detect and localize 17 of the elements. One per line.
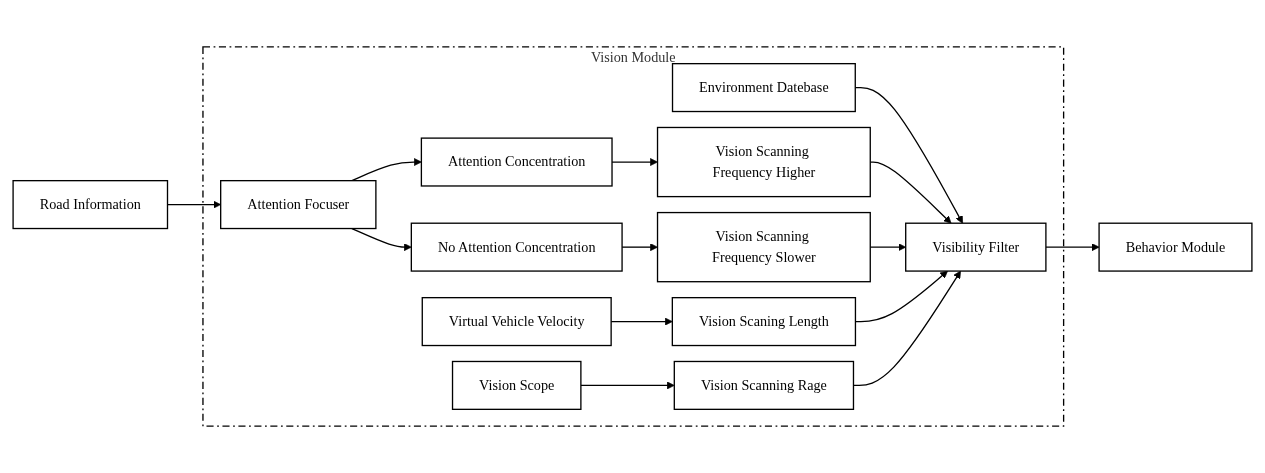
node-box: Behavior Module <box>1098 222 1253 272</box>
arrow <box>1045 243 1100 252</box>
node-box: Vision Scanning Rage <box>673 360 855 410</box>
node-box: Road Information <box>12 180 169 230</box>
node-box: No Attention Concentration <box>410 222 623 272</box>
node-box: Attention Focuser <box>220 180 377 230</box>
arrow <box>351 227 412 252</box>
node-box: Attention Concentration <box>420 137 613 187</box>
node-box: Vision Scanning Frequency Slower <box>656 211 871 283</box>
node-box: Virtual Vehicle Velocity <box>421 297 612 347</box>
node-box: Vision Scaning Length <box>671 297 857 347</box>
node-box: Vision Scope <box>451 360 582 410</box>
node-box: Environment Datebase <box>671 63 856 113</box>
node-box: Visibility Filter <box>905 222 1047 272</box>
arrow <box>351 158 422 182</box>
arrow <box>580 381 675 390</box>
node-box: Vision Scanning Frequency Higher <box>656 126 871 198</box>
